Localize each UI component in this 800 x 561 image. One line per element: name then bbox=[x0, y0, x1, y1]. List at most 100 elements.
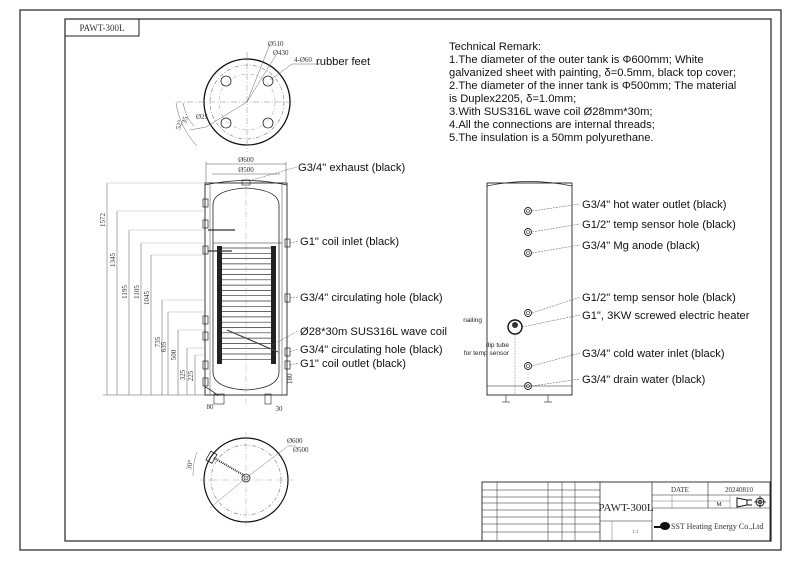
dim-angle-52: 52° bbox=[174, 119, 184, 131]
callout-temp-sensor-lower: G1/2" temp sensor hole (black) bbox=[582, 292, 736, 304]
dim-bottom-outer: Ø600 bbox=[287, 437, 303, 445]
connector-stub bbox=[202, 245, 209, 255]
remark-line: 3.With SUS316L wave coil Ø28mm*30m; bbox=[449, 106, 653, 118]
company-logo-icon bbox=[654, 522, 670, 530]
connector-stub bbox=[284, 238, 291, 248]
connector-stub bbox=[202, 315, 209, 325]
dim-outer-width: Ø600 bbox=[238, 156, 254, 164]
callout-circulating-hole-upper: G3/4" circulating hole (black) bbox=[300, 292, 443, 304]
callout-leader bbox=[531, 244, 581, 254]
dim-bottom-inner: Ø500 bbox=[293, 446, 309, 454]
callout-leader bbox=[531, 223, 581, 233]
projection-symbol-icon bbox=[736, 496, 766, 508]
connector-stub bbox=[284, 360, 291, 370]
front-view: nailing dip tube for temp sensor G3/4" h… bbox=[463, 181, 750, 403]
date-label: DATE bbox=[671, 486, 689, 494]
height-dim-label: 1045 bbox=[143, 291, 151, 306]
callout-coil-outlet: G1" coil outlet (black) bbox=[300, 358, 406, 370]
remark-line: 2.The diameter of the inner tank is Φ500… bbox=[449, 80, 737, 92]
port-icon bbox=[524, 382, 532, 390]
top-view: Ø510 Ø430 4-Ø60 rubber feet Ø25 35 52° bbox=[174, 40, 371, 152]
title-block: DATE 20240810 PAWT-300L M 1:1 SST Heatin… bbox=[481, 481, 771, 542]
wave-coil bbox=[213, 242, 282, 360]
remark-line: 1.The diameter of the outer tank is Φ600… bbox=[449, 54, 704, 66]
remark-line: galvanized sheet with painting, δ=0.5mm,… bbox=[449, 67, 737, 79]
callout-electric-heater: G1", 3KW screwed electric heater bbox=[582, 310, 750, 322]
callout-leader bbox=[531, 378, 581, 387]
height-dim-label: 735 bbox=[154, 336, 162, 347]
callout-temp-sensor-upper: G1/2" temp sensor hole (black) bbox=[582, 219, 736, 231]
height-dim-label: 1572 bbox=[99, 213, 107, 228]
height-dim-label: 225 bbox=[187, 370, 195, 381]
bottom-view: Ø600 Ø500 30° bbox=[185, 432, 309, 528]
callout-leader bbox=[271, 330, 299, 346]
outer-frame bbox=[19, 9, 782, 551]
connector-stub bbox=[284, 347, 291, 357]
port-icon bbox=[524, 309, 532, 317]
dim-outer-ring: Ø510 bbox=[268, 40, 284, 48]
port-icon bbox=[524, 362, 532, 370]
dim-foot-offset: 80 bbox=[207, 403, 215, 411]
height-dim-label: 1105 bbox=[133, 285, 141, 299]
remark-line: 4.All the connections are internal threa… bbox=[449, 119, 655, 131]
callout-leader bbox=[289, 296, 299, 299]
technical-remarks: Technical Remark: 1.The diameter of the … bbox=[449, 41, 779, 145]
nailing-label: nailing bbox=[463, 317, 482, 324]
port-icon bbox=[524, 228, 532, 236]
remark-line: is Duplex2205, δ=1.0mm; bbox=[449, 93, 577, 105]
connector-stub bbox=[202, 198, 209, 208]
height-dim-label: 1345 bbox=[109, 253, 117, 268]
dim-bottom-height: 180 bbox=[286, 373, 294, 384]
rubber-foot-icon bbox=[262, 75, 274, 87]
remark-line: 5.The insulation is a 50mm polyurethane. bbox=[449, 132, 654, 144]
height-dim-label: 635 bbox=[160, 341, 168, 352]
temp-sensor-label: for temp sensor bbox=[464, 350, 510, 357]
callout-leader bbox=[531, 203, 581, 212]
callout-cold-water-inlet: G3/4" cold water inlet (black) bbox=[582, 348, 725, 360]
inner-frame bbox=[64, 18, 772, 542]
connector-stub bbox=[202, 360, 209, 370]
callout-leader bbox=[289, 240, 299, 244]
port-icon bbox=[524, 249, 532, 257]
dim-inner-width: Ø500 bbox=[238, 166, 254, 174]
callout-leader bbox=[289, 362, 299, 366]
height-dim-label: 1195 bbox=[121, 285, 129, 299]
callout-hot-water-outlet: G3/4" hot water outlet (black) bbox=[582, 199, 727, 211]
callout-coil-inlet: G1" coil inlet (black) bbox=[300, 236, 399, 248]
dim-feet-circle: Ø430 bbox=[273, 49, 289, 57]
callout-leader bbox=[521, 314, 581, 328]
dim-feet-holes: 4-Ø60 bbox=[294, 56, 312, 64]
sheet-label: M bbox=[716, 502, 722, 508]
scale-label: 1:1 bbox=[632, 530, 639, 535]
rubber-foot-icon bbox=[220, 75, 232, 87]
rubber-feet-label: rubber feet bbox=[316, 56, 371, 68]
rubber-foot-icon bbox=[262, 117, 274, 129]
connector-stub bbox=[202, 377, 209, 387]
dip-tube-label: dip tube bbox=[486, 342, 510, 349]
dim-foot-width: 30 bbox=[276, 405, 284, 413]
callout-circulating-hole-lower: G3/4" circulating hole (black) bbox=[300, 344, 443, 356]
height-dim-label: 500 bbox=[170, 349, 178, 360]
height-dim-label: 325 bbox=[179, 369, 187, 380]
port-icon bbox=[524, 207, 532, 215]
date-value: 20240810 bbox=[725, 486, 754, 494]
callout-wave-coil: Ø28*30m SUS316L wave coil bbox=[300, 326, 447, 338]
callout-leader bbox=[531, 296, 581, 314]
dim-heater-angle: 30° bbox=[185, 459, 195, 470]
dim-hole: Ø25 bbox=[196, 113, 209, 121]
title-block-model: PAWT-300L bbox=[598, 502, 653, 514]
drawing-tab-label: PAWT-300L bbox=[79, 23, 124, 33]
electric-heater-icon bbox=[507, 319, 523, 335]
callout-leader bbox=[251, 166, 298, 181]
callout-mg-anode: G3/4" Mg anode (black) bbox=[582, 240, 700, 252]
remarks-title: Technical Remark: bbox=[449, 41, 542, 53]
connector-stub bbox=[202, 331, 209, 341]
callout-leader bbox=[531, 352, 581, 367]
drawing-tab bbox=[64, 18, 140, 37]
connector-stub bbox=[202, 219, 209, 229]
callout-exhaust: G3/4" exhaust (black) bbox=[298, 162, 405, 174]
dim-angle-35: 35 bbox=[180, 115, 190, 124]
company-name: SST Heating Energy Co.,Ltd bbox=[671, 522, 763, 531]
